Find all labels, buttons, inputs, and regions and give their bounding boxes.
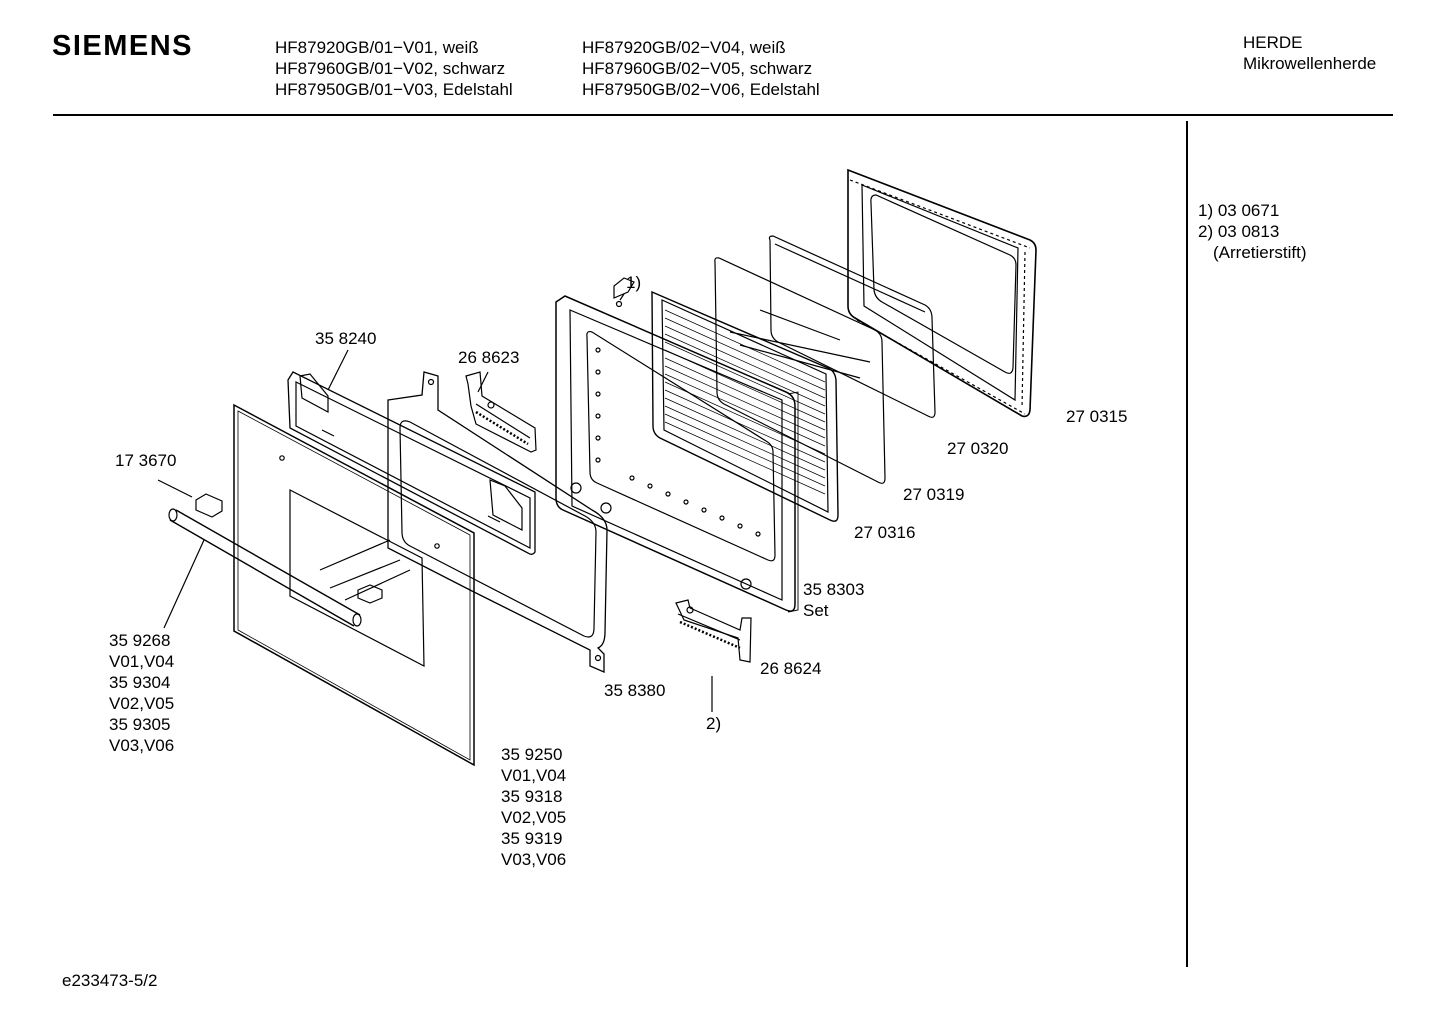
clip-part bbox=[613, 277, 635, 308]
part-label-270319: 27 0319 bbox=[903, 485, 965, 504]
part-label-270320: 27 0320 bbox=[947, 439, 1009, 458]
part-variant: V03,V06 bbox=[109, 736, 175, 755]
part-label-268623: 26 8623 bbox=[458, 348, 520, 367]
part-suffix: Set bbox=[803, 601, 829, 620]
notes-block: 1) 03 0671 2) 03 0813 (Arretierstift) bbox=[1198, 200, 1307, 263]
category-block: HERDE Mikrowellenherde bbox=[1243, 32, 1376, 74]
model-line: HF87950GB/02−V06, Edelstahl bbox=[582, 80, 820, 99]
header-divider bbox=[53, 114, 1393, 116]
part-label-173670: 17 3670 bbox=[115, 451, 177, 470]
note-line: 2) 03 0813 bbox=[1198, 222, 1280, 241]
notes-divider bbox=[1186, 121, 1188, 967]
part-label-handle: 35 9268 V01,V04 35 9304 V02,V05 35 9305 … bbox=[109, 630, 174, 756]
inner-glass-b bbox=[714, 257, 886, 484]
part-label-270315: 27 0315 bbox=[1066, 407, 1128, 426]
rear-frame bbox=[847, 168, 1037, 418]
part-number: 35 9304 bbox=[109, 673, 171, 692]
part-number: 35 9250 bbox=[501, 745, 563, 764]
subcategory: Mikrowellenherde bbox=[1243, 54, 1377, 73]
part-variant: V03,V06 bbox=[501, 850, 567, 869]
outer-glass-door bbox=[233, 403, 475, 767]
inner-glass-a bbox=[768, 235, 936, 418]
part-number: 35 9305 bbox=[109, 715, 171, 734]
part-label-358380: 35 8380 bbox=[604, 681, 666, 700]
control-bracket bbox=[287, 371, 536, 555]
model-line: HF87920GB/01−V01, weiß bbox=[275, 38, 479, 57]
brand-logo: SIEMENS bbox=[52, 30, 194, 62]
part-number: 35 8303 bbox=[803, 580, 865, 599]
part-number: 35 9268 bbox=[109, 631, 171, 650]
part-callout-2: 2) bbox=[706, 714, 722, 733]
inner-door-frame bbox=[555, 295, 799, 613]
hinge-lower bbox=[675, 599, 752, 663]
part-label-358240: 35 8240 bbox=[315, 329, 377, 348]
part-variant: V02,V05 bbox=[109, 694, 175, 713]
note-line: 1) 03 0671 bbox=[1198, 201, 1280, 220]
part-label-glass: 35 9250 V01,V04 35 9318 V02,V05 35 9319 … bbox=[501, 744, 566, 870]
middle-plate bbox=[387, 371, 608, 673]
door-handle bbox=[168, 493, 383, 627]
category: HERDE bbox=[1243, 33, 1303, 52]
part-callout-1: 1) bbox=[626, 273, 642, 292]
part-number: 35 9319 bbox=[501, 829, 563, 848]
model-list-left: HF87920GB/01−V01, weiß HF87960GB/01−V02,… bbox=[275, 37, 513, 100]
part-label-268624: 26 8624 bbox=[760, 659, 822, 678]
leader-lines bbox=[157, 293, 713, 712]
mesh-lines bbox=[664, 309, 826, 495]
mesh-panel bbox=[651, 290, 839, 522]
part-variant: V02,V05 bbox=[501, 808, 567, 827]
model-line: HF87960GB/01−V02, schwarz bbox=[275, 59, 506, 78]
model-line: HF87960GB/02−V05, schwarz bbox=[582, 59, 813, 78]
model-line: HF87950GB/01−V03, Edelstahl bbox=[275, 80, 513, 99]
model-list-right: HF87920GB/02−V04, weiß HF87960GB/02−V05,… bbox=[582, 37, 820, 100]
note-line: (Arretierstift) bbox=[1213, 243, 1307, 262]
part-label-358303: 35 8303 Set bbox=[803, 579, 864, 621]
part-variant: V01,V04 bbox=[501, 766, 567, 785]
part-variant: V01,V04 bbox=[109, 652, 175, 671]
hinge-upper bbox=[465, 371, 537, 453]
part-label-270316: 27 0316 bbox=[854, 523, 916, 542]
document-id: e233473-5/2 bbox=[62, 971, 158, 990]
part-number: 35 9318 bbox=[501, 787, 563, 806]
model-line: HF87920GB/02−V04, weiß bbox=[582, 38, 786, 57]
